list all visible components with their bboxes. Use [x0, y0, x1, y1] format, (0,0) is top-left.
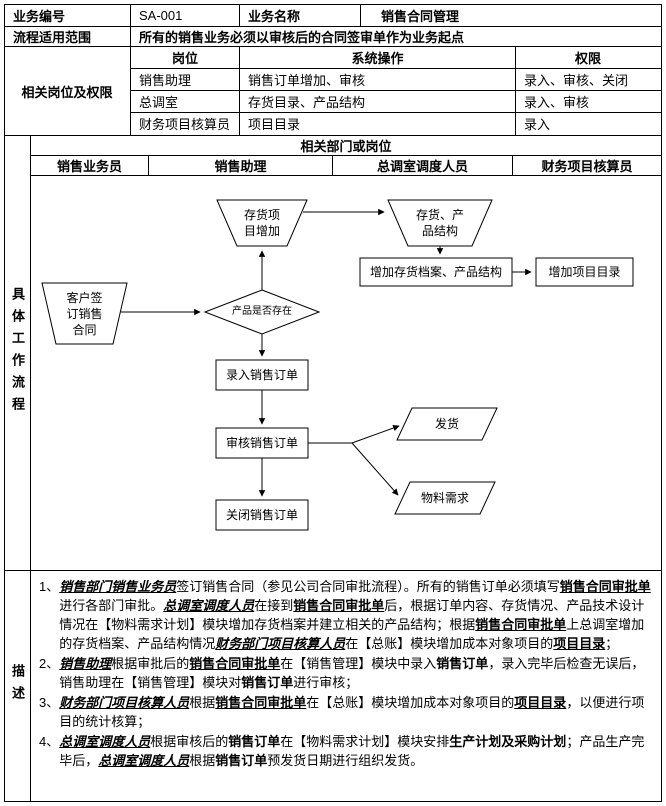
- grid-line: [130, 112, 661, 113]
- item-text: 销售部门销售业务员签订销售合同（参见公司合同审批流程）。所有的销售订单必须填写销…: [59, 579, 651, 651]
- perm-post: 销售助理: [139, 72, 192, 88]
- grid-line: [4, 570, 661, 571]
- node-inventory-product-structure: 存货、产品结构: [415, 208, 464, 238]
- item-number: 4、: [39, 734, 60, 749]
- description-section: 1、 销售部门销售业务员签订销售合同（参见公司合同审批流程）。所有的销售订单必须…: [31, 571, 661, 801]
- perm-post: 总调室: [139, 94, 179, 110]
- lane-header-finance-account: 财务项目核算员: [541, 159, 633, 174]
- grid-line: [4, 801, 661, 802]
- swimlane-title: 相关部门或岗位: [300, 139, 392, 154]
- scope-value: 所有的销售业务必须以审核后的合同签审单作为业务起点: [139, 30, 465, 45]
- grid-line: [30, 175, 661, 176]
- node-material-demand: 物料需求: [420, 491, 469, 505]
- biz-name-value: 销售合同管理: [381, 9, 460, 24]
- grid-line: [148, 155, 149, 176]
- grid-line: [130, 68, 661, 69]
- grid-line: [30, 155, 661, 156]
- lane-header-sales-assistant: 销售助理: [214, 159, 267, 174]
- grid-line: [4, 135, 661, 136]
- arrow-audit-to-ship: [351, 424, 400, 444]
- node-product-exists: 产品是否存在: [232, 306, 292, 317]
- node-inventory-item-add: 存货项目增加: [243, 208, 280, 238]
- item-text: 总调室调度人员根据审核后的销售订单在【物料需求计划】模块安排生产计划及采购计划；…: [59, 734, 645, 768]
- workflow-side-label: 具体工作流程: [10, 287, 25, 419]
- grid-line: [4, 4, 661, 5]
- grid-line: [661, 4, 662, 802]
- item-number: 3、: [39, 695, 60, 710]
- permissions-section-label: 相关岗位及权限: [21, 84, 113, 100]
- grid-line: [360, 4, 361, 27]
- perm-ops: 存货目录、产品结构: [248, 94, 366, 110]
- perm-col-ops: 系统操作: [351, 51, 404, 66]
- grid-line: [239, 46, 240, 136]
- grid-line: [239, 4, 240, 27]
- grid-line: [332, 155, 333, 176]
- perm-ops: 销售订单增加、审核: [248, 72, 366, 88]
- grid-line: [515, 46, 516, 136]
- node-add-project-catalog: 增加项目目录: [548, 265, 621, 279]
- perm-rights: 录入、审核、关闭: [524, 72, 629, 88]
- grid-line: [4, 4, 5, 802]
- arrow-audit-to-material: [351, 442, 399, 496]
- item-number: 2、: [39, 656, 60, 671]
- description-side-label-cell: 描述: [5, 571, 30, 801]
- item-text: 销售助理根据审批后的销售合同审批单在【销售管理】模块中录入销售订单，录入完毕后检…: [59, 656, 645, 690]
- perm-post: 财务项目核算员: [139, 117, 231, 132]
- workflow-side-label-cell: 具体工作流程: [5, 136, 30, 570]
- node-enter-sales-order: 录入销售订单: [225, 368, 298, 382]
- description-item: 2、 销售助理根据审批后的销售合同审批单在【销售管理】模块中录入销售订单，录入完…: [39, 654, 655, 692]
- description-side-label: 描述: [10, 664, 25, 708]
- biz-no-label: 业务编号: [13, 9, 66, 24]
- perm-rights: 录入、审核: [524, 94, 590, 110]
- description-item: 4、 总调室调度人员根据审核后的销售订单在【物料需求计划】模块安排生产计划及采购…: [39, 732, 655, 770]
- grid-line: [130, 90, 661, 91]
- description-item: 1、 销售部门销售业务员签订销售合同（参见公司合同审批流程）。所有的销售订单必须…: [39, 577, 655, 653]
- scope-label: 流程适用范围: [13, 30, 92, 45]
- node-customer-sign-contract: 客户签订销售合同: [66, 291, 103, 337]
- perm-col-post: 岗位: [171, 51, 198, 66]
- node-add-inventory-archive: 增加存货档案、产品结构: [369, 265, 502, 279]
- perm-rights: 录入: [524, 117, 551, 132]
- description-item: 3、 财务部门项目核算人员根据销售合同审批单在【总账】模块增加成本对象项目的项目…: [39, 693, 655, 731]
- item-number: 1、: [39, 579, 60, 594]
- grid-line: [130, 4, 131, 136]
- node-ship-goods: 发货: [434, 417, 459, 431]
- grid-line: [4, 26, 661, 27]
- grid-line: [512, 155, 513, 176]
- grid-line: [30, 135, 31, 802]
- lane-header-sales-rep: 销售业务员: [56, 159, 122, 174]
- perm-col-rights: 权限: [574, 51, 601, 66]
- node-audit-sales-order: 审核销售订单: [225, 436, 298, 450]
- biz-no-value: SA-001: [139, 8, 183, 23]
- perm-ops: 项目目录: [248, 117, 301, 132]
- node-close-sales-order: 关闭销售订单: [225, 508, 298, 522]
- item-text: 财务部门项目核算人员根据销售合同审批单在【总账】模块增加成本对象项目的项目目录，…: [59, 695, 645, 729]
- grid-line: [4, 46, 661, 47]
- biz-name-label: 业务名称: [248, 9, 301, 24]
- lane-header-dispatcher: 总调室调度人员: [376, 159, 468, 174]
